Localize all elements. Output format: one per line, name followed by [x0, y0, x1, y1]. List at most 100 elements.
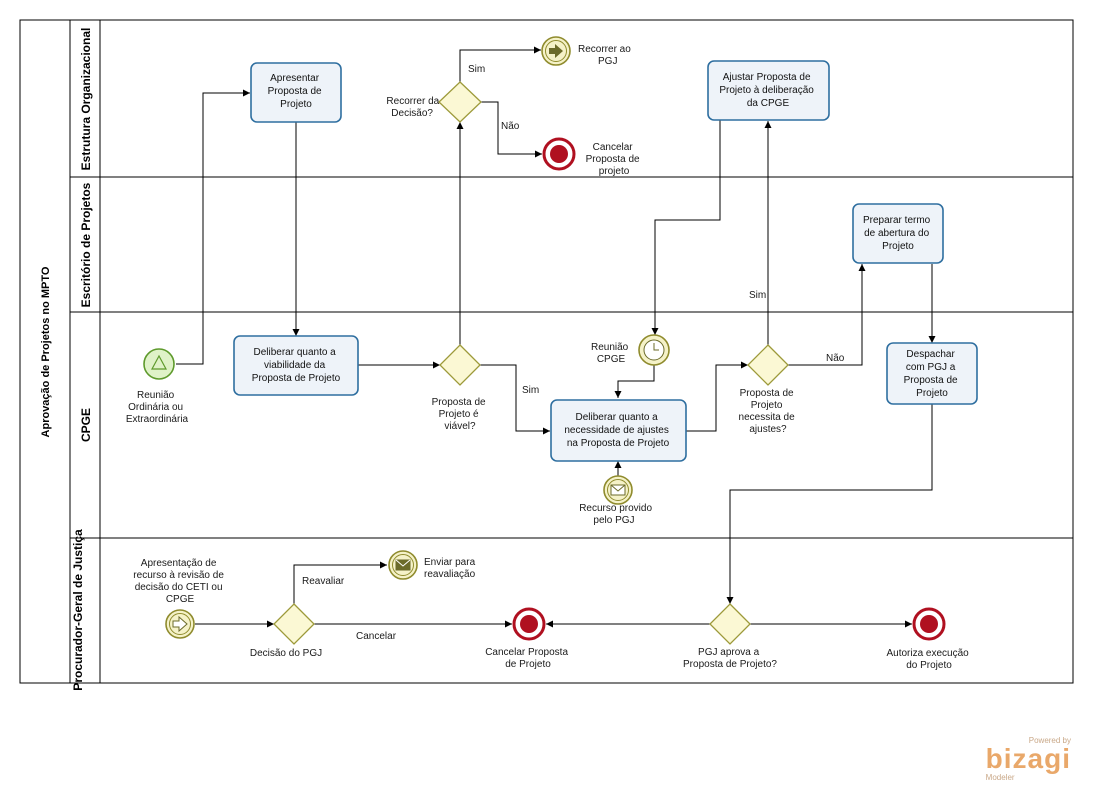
message-event-recurso-provido-line-0: Recurso provido	[579, 503, 652, 514]
flow-label-sim-viavel: Sim	[522, 385, 539, 396]
flow-label-sim-recorrer: Sim	[468, 64, 485, 75]
start-event-reuniao[interactable]: Reunião Ordinária ou Extraordinária	[126, 348, 189, 425]
start-event-reuniao-line-2: Extraordinária	[126, 414, 189, 425]
task-despachar-line-0: Despachar	[906, 349, 955, 360]
end-event-autoriza-line-1: do Projeto	[906, 660, 952, 671]
gateway-viavel-line-1: Projeto é	[439, 409, 479, 420]
timer-event-reuniao-cpge-line-0: Reunião	[591, 342, 629, 353]
task-ajustar-line-2: da CPGE	[747, 98, 790, 109]
task-apresentar-line-2: Projeto	[280, 99, 312, 110]
task-deliberar-viabilidade[interactable]: Deliberar quanto a viabilidade da Propos…	[233, 335, 359, 396]
task-preparar[interactable]: Preparar termo de abertura do Projeto	[852, 203, 944, 264]
gateway-decisao-pgj-line-0: Decisão do PGJ	[250, 648, 322, 659]
gateway-decisao-pgj[interactable]: Decisão do PGJ	[250, 603, 322, 659]
end-event-cancelar-1[interactable]: Cancelar Proposta de projeto	[542, 137, 643, 177]
logo-product: Modeler	[985, 773, 1015, 782]
gateway-viavel-line-2: viável?	[444, 421, 476, 432]
flow-reavaliar	[293, 561, 387, 604]
gateway-recorrer[interactable]: Recorrer da Decisão?	[386, 81, 482, 123]
task-apresentar[interactable]: Apresentar Proposta de Projeto	[250, 62, 342, 123]
task-ajustar-label: Ajustar Proposta de Projeto à deliberaçã…	[719, 72, 816, 109]
task-despachar-label: Despachar com PGJ a Proposta de Projeto	[904, 349, 961, 399]
flow-label-sim-necessita: Sim	[749, 290, 766, 301]
gateway-necessita-line-1: Projeto	[751, 400, 783, 411]
end-event-autoriza[interactable]: Autoriza execução do Projeto	[886, 607, 971, 671]
task-deliberar-viabilidade-label: Deliberar quanto a viabilidade da Propos…	[252, 347, 341, 384]
flow-reuniao-to-deliberar	[614, 365, 655, 398]
task-ajustar-line-0: Ajustar Proposta de	[723, 72, 811, 83]
message-event-enviar-reavaliacao[interactable]: Enviar para reavaliação	[388, 550, 478, 580]
task-despachar-line-1: com PGJ a	[906, 362, 956, 373]
lane-pgj-title: Procurador-Geral de Justiça	[71, 529, 85, 691]
link-event-recorrer-pgj-line-0: Recorrer ao	[578, 44, 631, 55]
logo-powered-by: Powered by	[1028, 736, 1071, 745]
gateway-recorrer-line-1: Decisão?	[391, 108, 433, 119]
flow-labels: Sim Não Sim Sim Não Reavaliar Cancelar	[302, 64, 845, 642]
bizagi-logo: Powered by bizagi Modeler	[986, 736, 1071, 782]
start-event-reuniao-label: Reunião Ordinária ou Extraordinária	[126, 390, 189, 425]
timer-event-reuniao-cpge[interactable]: Reunião CPGE	[591, 334, 670, 366]
task-despachar[interactable]: Despachar com PGJ a Proposta de Projeto	[886, 342, 978, 405]
flow-ajustar-to-reuniao	[651, 120, 721, 335]
arrow-right-icon	[549, 44, 563, 58]
gateway-recorrer-line-0: Recorrer da	[386, 96, 439, 107]
task-preparar-line-0: Preparar termo	[863, 215, 931, 226]
flow-label-nao-necessita: Não	[826, 353, 845, 364]
task-apresentar-line-0: Apresentar	[270, 73, 320, 84]
timer-event-reuniao-cpge-label: Reunião CPGE	[591, 342, 631, 365]
link-event-apresentacao-recurso-label: Apresentação de recurso à revisão de dec…	[133, 558, 226, 605]
link-event-recorrer-pgj-line-1: PGJ	[598, 56, 617, 67]
message-event-enviar-reavaliacao-line-0: Enviar para	[424, 557, 476, 568]
flow-viavel-sim	[480, 364, 550, 435]
pool-title: Aprovação de Projetos no MPTO	[40, 266, 52, 437]
end-event-cancelar-2-line-1: de Projeto	[505, 659, 551, 670]
end-event-cancelar-1-label: Cancelar Proposta de projeto	[586, 142, 643, 177]
task-apresentar-line-1: Proposta de	[268, 86, 322, 97]
end-event-cancelar-2[interactable]: Cancelar Proposta de Projeto	[485, 607, 571, 670]
gateway-viavel[interactable]: Proposta de Projeto é viável?	[432, 344, 489, 432]
task-ajustar-line-1: Projeto à deliberação	[719, 85, 814, 96]
flow-label-nao-recorrer: Não	[501, 121, 520, 132]
gateway-necessita-line-3: ajustes?	[749, 424, 787, 435]
message-event-recurso-provido[interactable]: Recurso provido pelo PGJ	[579, 475, 655, 526]
task-deliberar-viabilidade-line-1: viabilidade da	[264, 360, 326, 371]
link-event-recorrer-pgj[interactable]: Recorrer ao PGJ	[541, 36, 634, 67]
task-preparar-line-1: de abertura do	[864, 228, 929, 239]
task-deliberar-ajustes[interactable]: Deliberar quanto a necessidade de ajuste…	[550, 399, 687, 462]
logo-brand: bizagi	[985, 743, 1071, 774]
gateway-pgj-aprova[interactable]: PGJ aprova a Proposta de Projeto?	[683, 603, 777, 670]
flow-label-reavaliar: Reavaliar	[302, 576, 345, 587]
task-deliberar-ajustes-line-0: Deliberar quanto a	[575, 412, 658, 423]
message-event-enviar-reavaliacao-label: Enviar para reavaliação	[424, 557, 478, 580]
task-preparar-label: Preparar termo de abertura do Projeto	[863, 215, 933, 252]
end-event-cancelar-1-line-1: Proposta de	[586, 154, 640, 165]
gateway-recorrer-label: Recorrer da Decisão?	[386, 96, 442, 119]
gateway-necessita-label: Proposta de Projeto necessita de ajustes…	[739, 388, 798, 435]
gateway-viavel-label: Proposta de Projeto é viável?	[432, 397, 489, 432]
task-despachar-line-2: Proposta de	[904, 375, 958, 386]
link-event-apresentacao-recurso-line-3: CPGE	[166, 594, 195, 605]
envelope-icon	[395, 559, 411, 571]
flow-deliberar-to-necessita	[686, 361, 748, 432]
triangle-icon	[150, 354, 168, 370]
link-event-recorrer-pgj-label: Recorrer ao PGJ	[578, 44, 634, 67]
lane-cpge-title: CPGE	[79, 408, 93, 442]
task-deliberar-viabilidade-line-0: Deliberar quanto a	[253, 347, 336, 358]
envelope-icon	[610, 484, 626, 496]
flow-start-to-apresentar	[176, 89, 250, 365]
sequence-flows	[176, 46, 936, 628]
task-ajustar[interactable]: Ajustar Proposta de Projeto à deliberaçã…	[707, 60, 830, 121]
link-event-apresentacao-recurso-line-0: Apresentação de	[141, 558, 217, 569]
timer-event-reuniao-cpge-line-1: CPGE	[597, 354, 626, 365]
link-event-apresentacao-recurso[interactable]: Apresentação de recurso à revisão de dec…	[133, 558, 226, 639]
end-event-autoriza-line-0: Autoriza execução	[886, 648, 969, 659]
link-event-apresentacao-recurso-line-1: recurso à revisão de	[133, 570, 224, 581]
lane-pgj-title-line: Procurador-Geral de Justiça	[71, 529, 85, 691]
task-despachar-line-3: Projeto	[916, 388, 948, 399]
gateway-pgj-aprova-label: PGJ aprova a Proposta de Projeto?	[683, 647, 777, 670]
gateway-pgj-aprova-line-0: PGJ aprova a	[698, 647, 760, 658]
message-event-recurso-provido-line-1: pelo PGJ	[593, 515, 634, 526]
flow-despachar-to-pgjaprova	[726, 404, 933, 604]
start-event-reuniao-line-1: Ordinária ou	[128, 402, 183, 413]
gateway-necessita[interactable]: Proposta de Projeto necessita de ajustes…	[739, 344, 798, 435]
